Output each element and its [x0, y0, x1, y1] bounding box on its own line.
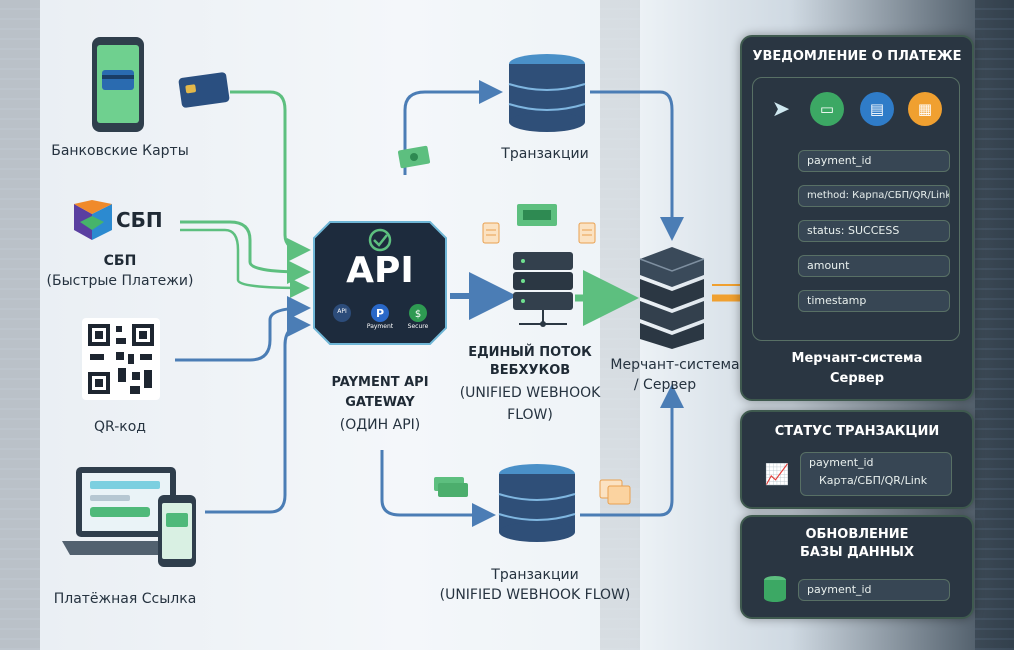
arrow-gateway-to-top-db	[403, 80, 503, 175]
bank-cards-label: Банковские Карты	[51, 143, 189, 159]
webhook-line4: FLOW)	[507, 407, 553, 423]
gateway-title-1: PAYMENT API	[331, 375, 429, 390]
db-update-field: payment_id	[798, 579, 950, 601]
svg-text:$: $	[415, 309, 421, 320]
qr-code-icon	[82, 318, 160, 400]
api-badge-api: API	[337, 308, 347, 315]
arrow-link-to-gateway	[205, 313, 311, 514]
status-line2: Карта/СБП/QR/Link	[819, 474, 928, 487]
background-rack-left	[0, 0, 40, 650]
arrow-top-db-to-merchant	[590, 90, 684, 241]
send-icon: ➤	[771, 96, 791, 122]
arrow-cards-to-gateway	[230, 90, 311, 262]
status-title: СТАТУС ТРАНЗАКЦИИ	[774, 424, 940, 439]
documents-icon	[599, 479, 631, 505]
field-timestamp: timestamp	[798, 290, 950, 312]
receipt-icon: ▦	[908, 92, 942, 126]
db-update-title-2: БАЗЫ ДАННЫХ	[799, 545, 915, 560]
notification-footer-2: Сервер	[829, 371, 884, 386]
svg-text:P: P	[376, 307, 384, 320]
top-db-label: Транзакции	[501, 146, 589, 162]
top-database-icon	[508, 54, 586, 132]
database-icon	[764, 576, 786, 602]
arrow-sbp-to-gateway	[180, 220, 311, 284]
status-line1: payment_id	[809, 456, 874, 469]
webhook-line1: ЕДИНЫЙ ПОТОК	[468, 345, 592, 360]
field-payment-id: payment_id	[798, 150, 950, 172]
db-update-title-1: ОБНОВЛЕНИЕ	[805, 527, 909, 542]
api-badge-secure: Secure	[407, 323, 429, 330]
api-badge-payment: Payment	[366, 323, 394, 330]
merchant-line1: Мерчант-система	[610, 357, 740, 373]
webhook-line2: ВЕБХУКОВ	[489, 363, 571, 378]
sbp-logo-text: СБП	[116, 208, 163, 232]
sbp-logo-icon	[74, 200, 112, 240]
arrow-gateway-to-bottom-db	[380, 450, 496, 527]
card-icon: ▤	[860, 92, 894, 126]
webhook-server-icon	[513, 204, 573, 327]
merchant-line2: / Сервер	[633, 377, 697, 393]
laptop-phone-icon	[62, 467, 196, 567]
arrow-qr-to-gateway	[175, 296, 311, 362]
phone-card-icon	[92, 37, 230, 132]
background-rack-right	[975, 0, 1014, 650]
payment-link-label: Платёжная Ссылка	[53, 591, 197, 607]
document-icon	[482, 222, 500, 244]
card-payment-icon: ▭	[810, 92, 844, 126]
document-icon	[578, 222, 596, 244]
money-icon	[398, 145, 431, 169]
sbp-subtitle: (Быстрые Платежи)	[46, 273, 194, 289]
qr-label: QR-код	[94, 419, 146, 435]
bottom-db-label2: (UNIFIED WEBHOOK FLOW)	[439, 587, 631, 603]
api-gateway-box: P $	[313, 221, 447, 345]
sbp-title: СБП	[103, 253, 137, 269]
gateway-title-2: GATEWAY	[345, 395, 415, 410]
field-method: method: Карпа/СБП/QR/Link	[798, 185, 950, 207]
chart-growth-icon: 📈	[764, 462, 790, 486]
gateway-subtitle: (ОДИН API)	[339, 417, 421, 433]
notification-inner	[752, 77, 960, 341]
bottom-db-label1: Транзакции	[491, 567, 579, 583]
webhook-line3: (UNIFIED WEBHOOK	[459, 385, 601, 401]
status-box: payment_id Карта/СБП/QR/Link	[800, 452, 952, 496]
arrow-bottom-db-to-merchant	[580, 384, 684, 517]
api-label: API	[346, 250, 414, 291]
bottom-database-icon	[498, 464, 576, 542]
money-stack-icon	[434, 477, 468, 497]
db-update-panel: ОБНОВЛЕНИЕ БАЗЫ ДАННЫХ payment_id	[740, 515, 974, 619]
notification-title: УВЕДОМЛЕНИЕ О ПЛАТЕЖЕ	[752, 49, 962, 64]
status-panel: СТАТУС ТРАНЗАКЦИИ 📈 payment_id Карта/СБП…	[740, 410, 974, 509]
notification-panel: УВЕДОМЛЕНИЕ О ПЛАТЕЖЕ ➤ ▭ ▤ ▦ payment_id…	[740, 35, 974, 401]
notification-footer-1: Мерчант-система	[791, 351, 923, 366]
merchant-server-icon	[639, 247, 705, 349]
field-amount: amount	[798, 255, 950, 277]
field-status: status: SUCCESS	[798, 220, 950, 242]
